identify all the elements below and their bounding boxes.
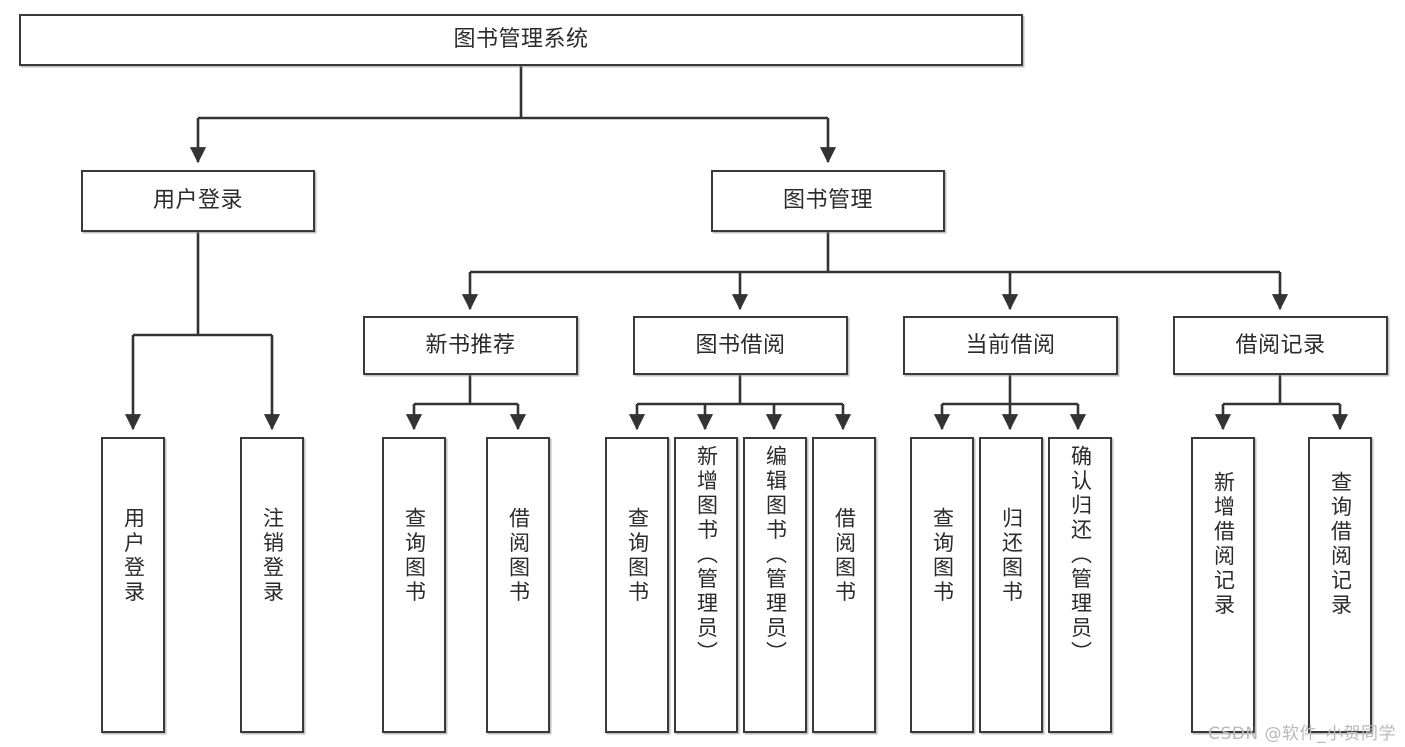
node-label: 借阅记录 [1235,332,1326,358]
leaf-query-book-borrow[interactable]: 查询图书 [605,437,669,733]
node-label: 图书管理系统 [453,27,589,53]
node-current-borrow[interactable]: 当前借阅 [903,316,1118,375]
node-borrow-record[interactable]: 借阅记录 [1173,316,1388,375]
leaf-query-borrow-record[interactable]: 查询借阅记录 [1308,437,1372,733]
node-new-book-recommend[interactable]: 新书推荐 [363,316,578,375]
node-user-login[interactable]: 用户登录 [81,170,315,232]
node-label: 新增借阅记录 [1211,471,1236,618]
leaf-return-book[interactable]: 归还图书 [979,437,1043,733]
csdn-watermark: CSDN @软件_小贺同学 [1208,724,1396,744]
node-label: 借阅图书 [832,507,857,605]
node-label: 确认归还（管理员） [1068,445,1093,666]
node-label: 用户登录 [152,188,243,214]
node-label: 注销登录 [260,507,285,605]
leaf-user-login[interactable]: 用户登录 [101,437,165,733]
node-label: 查询图书 [625,507,650,605]
node-label: 新增图书（管理员） [694,445,719,666]
node-book-management[interactable]: 图书管理 [711,170,945,232]
node-label: 查询图书 [930,507,955,605]
leaf-query-book-recommend[interactable]: 查询图书 [382,437,446,733]
node-label: 用户登录 [121,507,146,605]
leaf-query-book-current[interactable]: 查询图书 [910,437,974,733]
node-root-system[interactable]: 图书管理系统 [19,14,1023,66]
leaf-confirm-return[interactable]: 确认归还（管理员） [1048,437,1112,733]
node-label: 查询图书 [402,507,427,605]
leaf-logout-login[interactable]: 注销登录 [240,437,304,733]
node-label: 当前借阅 [965,332,1056,358]
node-label: 图书借阅 [695,332,786,358]
node-label: 借阅图书 [506,507,531,605]
node-label: 编辑图书（管理员） [763,445,788,666]
node-label: 新书推荐 [425,332,516,358]
leaf-borrow-book-recommend[interactable]: 借阅图书 [486,437,550,733]
leaf-add-book[interactable]: 新增图书（管理员） [674,437,738,733]
node-label: 归还图书 [999,507,1024,605]
node-label: 图书管理 [782,188,873,214]
leaf-borrow-book[interactable]: 借阅图书 [812,437,876,733]
node-book-borrow[interactable]: 图书借阅 [633,316,848,375]
node-label: 查询借阅记录 [1328,471,1353,618]
leaf-add-borrow-record[interactable]: 新增借阅记录 [1191,437,1255,733]
leaf-edit-book[interactable]: 编辑图书（管理员） [743,437,807,733]
